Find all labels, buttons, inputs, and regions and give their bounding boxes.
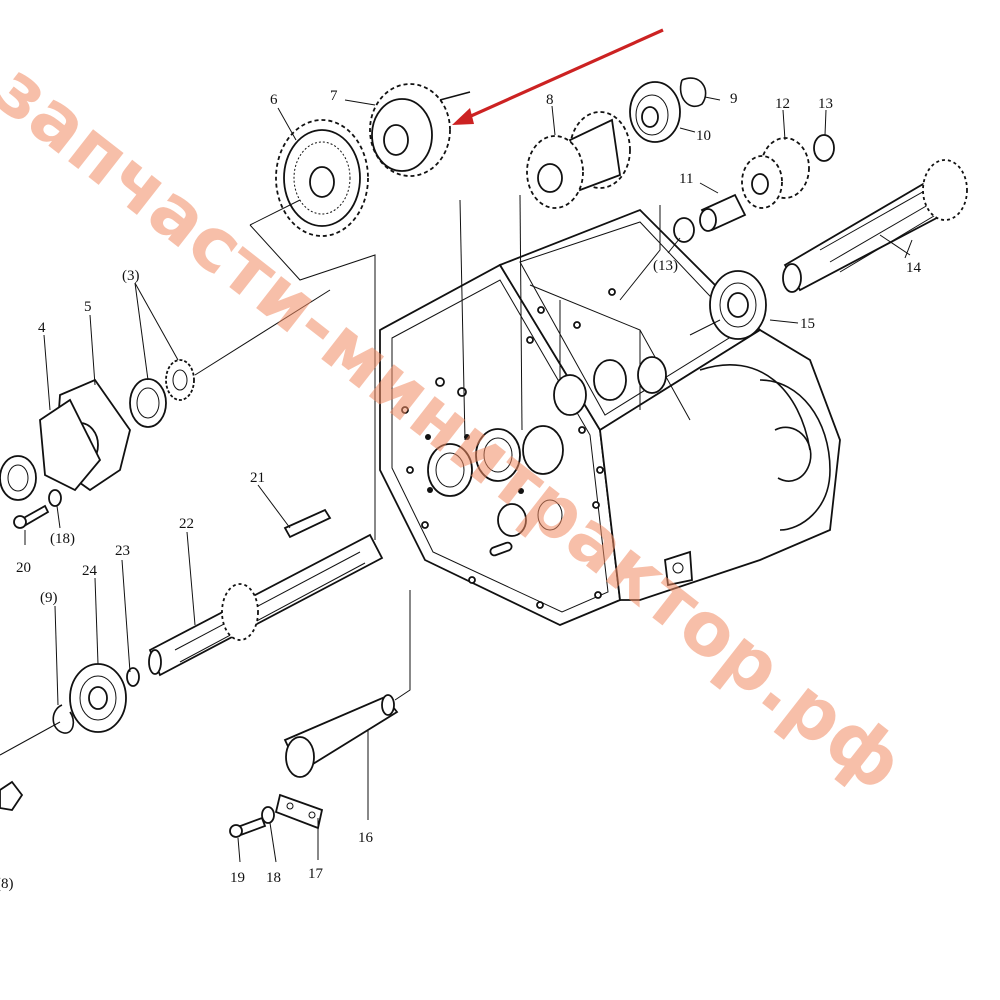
washer-13a [673,217,695,243]
bearing-cup-3 [129,378,167,428]
label-8: 8 [546,92,554,108]
bolt-20 [13,504,50,529]
circlip-23 [126,667,140,687]
nut [0,780,24,811]
shaft-16 [283,694,399,778]
gearbox-housing [379,208,841,626]
label-10: 10 [696,128,711,144]
label-6: 6 [270,92,278,108]
key-21 [283,508,332,539]
assembly-lines [0,194,911,756]
callout-leaders [24,96,913,863]
bearing-24 [69,663,127,733]
label-ref13: (13) [653,258,678,274]
label-4: 4 [38,320,46,336]
bolt-19 [229,816,267,838]
label-22: 22 [179,516,194,532]
label-ref18b: (8) [0,876,14,892]
gear-8-cluster [526,111,631,209]
gear-7 [369,83,471,177]
bearing-cone [165,359,195,401]
shaft-14 [782,159,968,293]
label-19: 19 [230,870,245,886]
label-17: 17 [308,866,324,882]
circlip-9b [52,704,75,734]
label-23: 23 [115,543,130,559]
label-12: 12 [775,96,790,112]
part-labels: 6 7 8 9 10 12 13 11 (13) 14 15 (3) 4 5 2… [0,88,922,892]
label-18: 18 [266,870,281,886]
bearing-15 [709,270,767,340]
washer-18 [261,806,275,824]
label-5: 5 [84,299,92,315]
washer-18a [48,489,62,507]
label-14: 14 [906,260,922,276]
label-24: 24 [82,563,98,579]
label-13: 13 [818,96,833,112]
gear-6 [275,119,369,237]
label-11: 11 [679,171,693,187]
red-indicator-arrow [452,28,664,125]
label-9: 9 [730,91,738,107]
washer-13 [813,134,835,162]
oil-seal [0,455,37,501]
lock-plate-17 [274,793,324,830]
label-21: 21 [250,470,265,486]
label-7: 7 [330,88,338,104]
label-20: 20 [16,560,31,576]
label-16: 16 [358,830,374,846]
label-ref9: (9) [40,590,58,606]
circlip-9 [679,77,707,107]
bearing-10 [629,81,681,143]
label-ref18a: (18) [50,531,75,547]
shaft-22 [148,533,384,677]
label-ref3: (3) [122,268,140,284]
gear-12 [741,137,810,209]
label-15: 15 [800,316,815,332]
bushing-11 [699,193,747,232]
gasket-4 [39,398,102,492]
